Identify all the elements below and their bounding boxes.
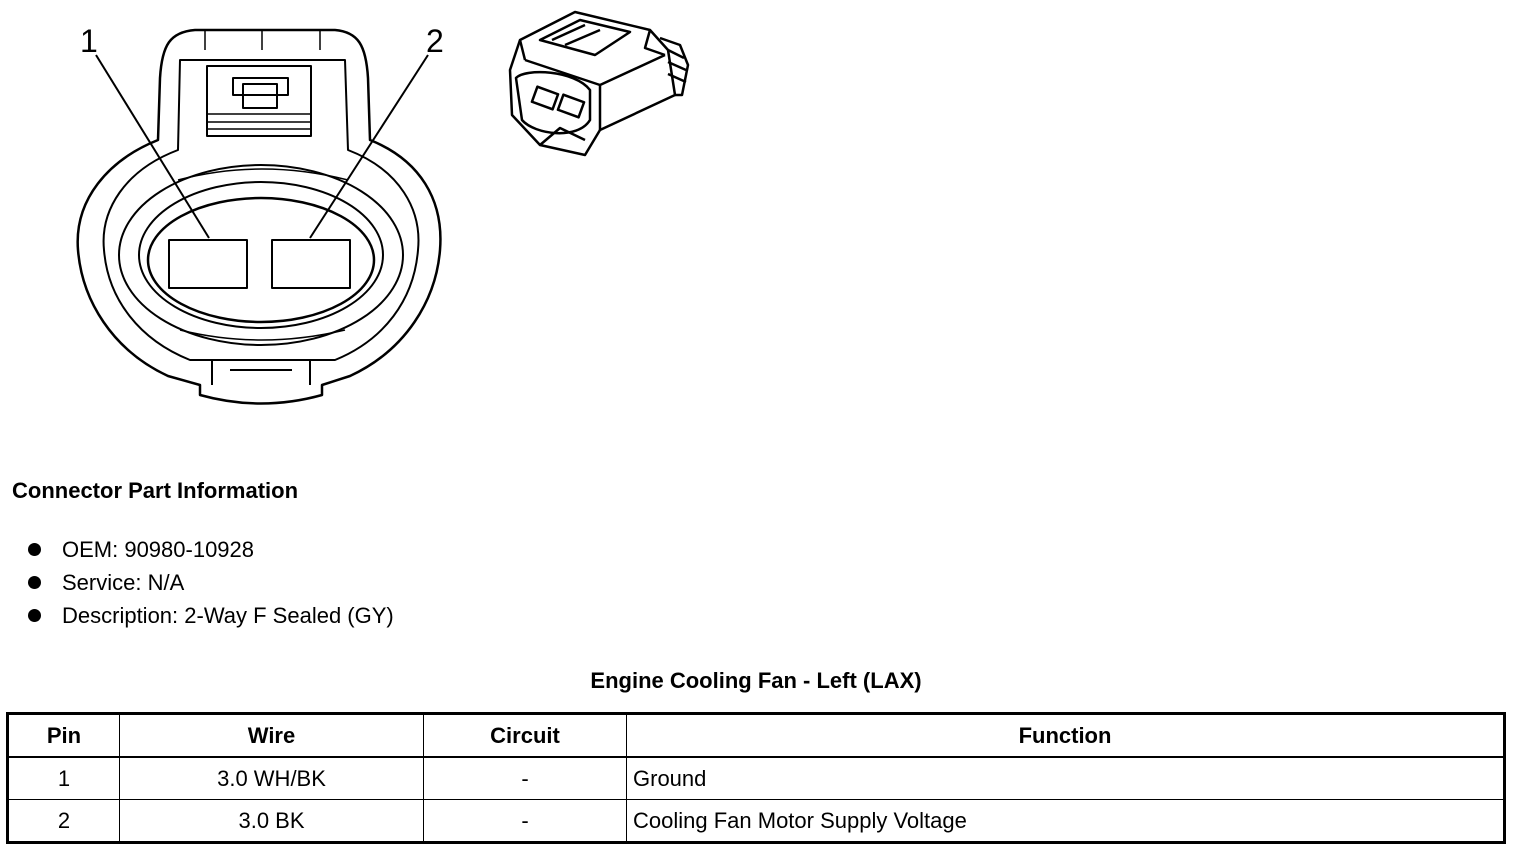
pin-1-label: 1 [80,23,98,59]
connector-isometric-view [508,10,690,157]
pin-cell: 2 [7,799,120,843]
oem-value: OEM: 90980-10928 [62,536,255,562]
column-header-function: Function [626,713,1505,758]
connector-diagram: 1 2 [76,10,690,405]
circuit-cell: - [423,799,627,843]
bullet-icon [28,609,41,622]
pin-cell: 1 [7,756,120,800]
table-row: 2 3.0 BK - Cooling Fan Motor Supply Volt… [7,799,1505,843]
pin-2-label: 2 [426,23,444,59]
wire-cell: 3.0 BK [119,799,424,843]
connector-info-heading: Connector Part Information [12,478,299,503]
list-item: OEM: 90980-10928 [28,533,394,566]
connector-info-list: OEM: 90980-10928 Service: N/A Descriptio… [28,533,394,632]
circuit-cell: - [423,756,627,800]
column-header-wire: Wire [119,713,424,758]
table-title: Engine Cooling Fan - Left (LAX) [590,668,922,693]
service-value: Service: N/A [62,569,185,595]
description-value: Description: 2-Way F Sealed (GY) [62,602,394,628]
list-item: Service: N/A [28,566,394,599]
function-cell: Cooling Fan Motor Supply Voltage [626,799,1505,843]
list-item: Description: 2-Way F Sealed (GY) [28,599,394,632]
table-row: 1 3.0 WH/BK - Ground [7,756,1505,800]
bullet-icon [28,543,41,556]
bullet-icon [28,576,41,589]
column-header-circuit: Circuit [423,713,627,758]
connector-face-view [76,28,442,405]
column-header-pin: Pin [7,713,120,758]
pinout-table: Pin Wire Circuit Function 1 3.0 WH/BK - … [6,712,1506,844]
wire-cell: 3.0 WH/BK [119,756,424,800]
table-header-row: Pin Wire Circuit Function [7,713,1505,758]
function-cell: Ground [626,756,1505,800]
